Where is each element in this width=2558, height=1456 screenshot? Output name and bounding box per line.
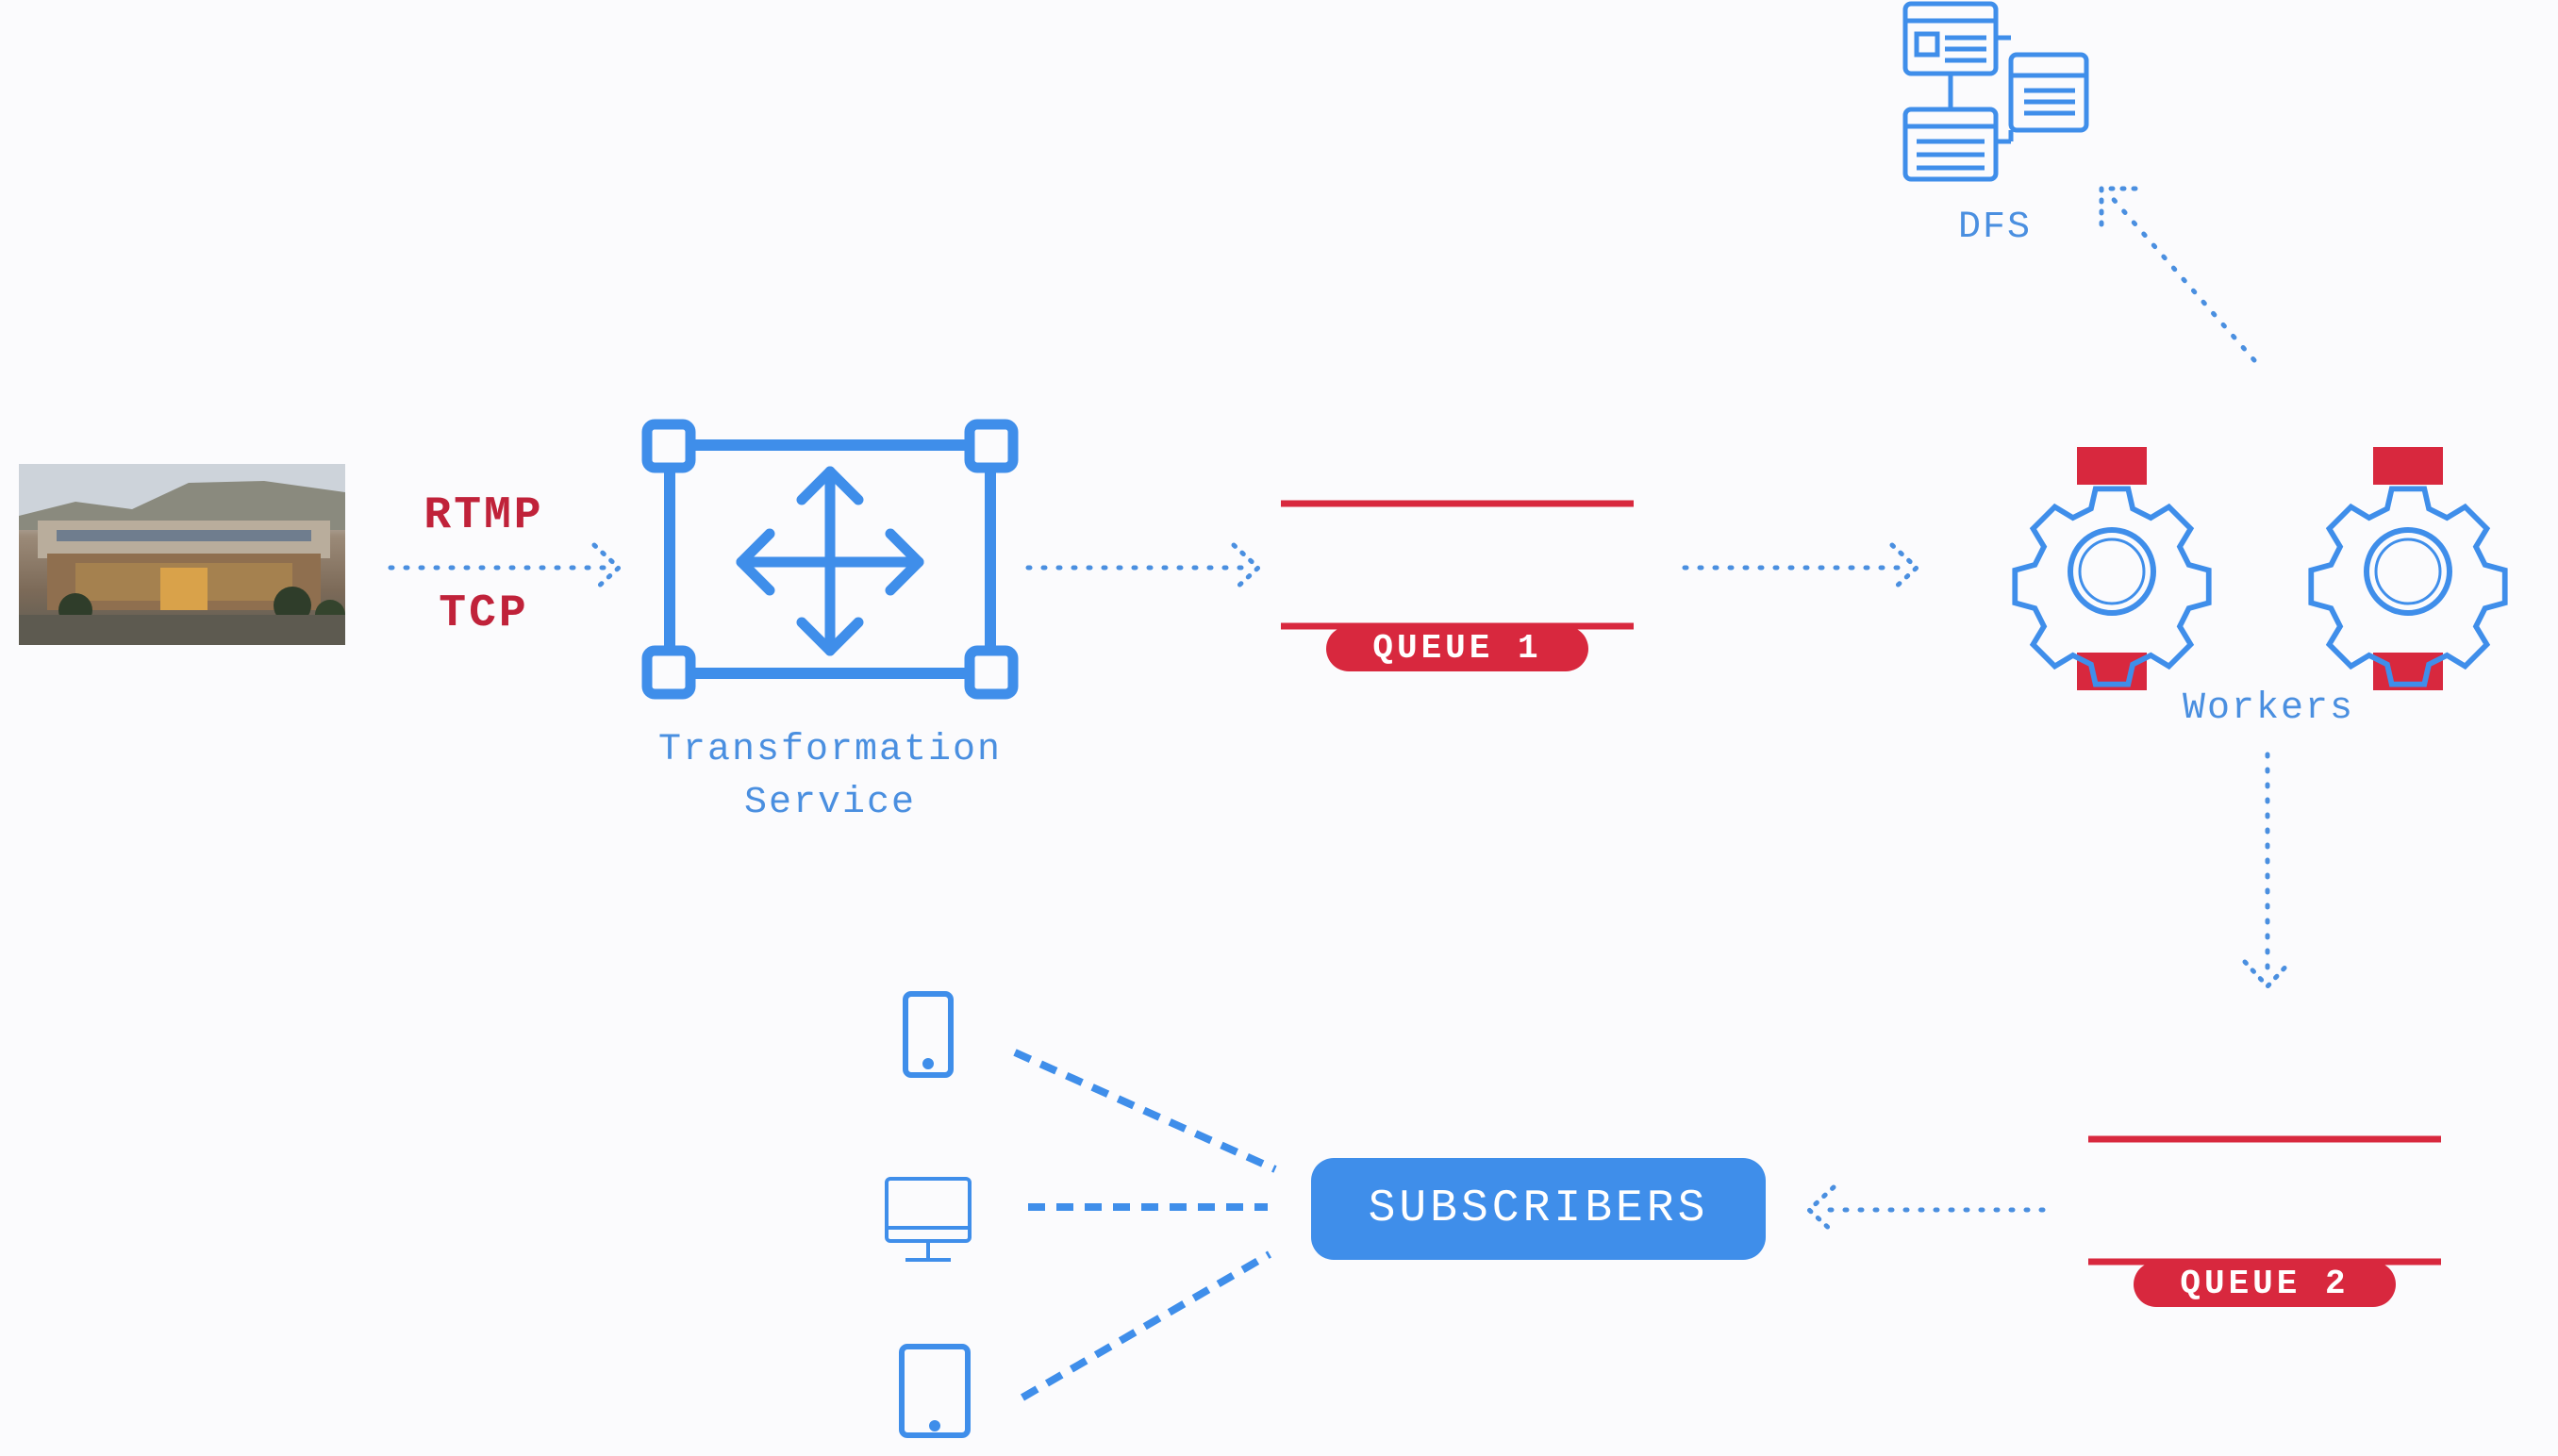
gear-icon	[2308, 447, 2508, 690]
smartphone-icon	[903, 991, 954, 1078]
arrow-workers-to-queue2	[2242, 752, 2293, 990]
move-arrows-icon	[641, 419, 1019, 700]
queue1-label: QUEUE 1	[1326, 626, 1588, 671]
tablet-icon	[899, 1344, 971, 1438]
device-connections	[1013, 1049, 1277, 1401]
protocol-label-tcp: TCP	[439, 588, 529, 639]
queue1-lines	[1281, 500, 1634, 630]
queue2-lines	[2088, 1135, 2441, 1266]
gear-icon	[2012, 447, 2212, 690]
subscribers-box: SUBSCRIBERS	[1311, 1158, 1766, 1260]
monitor-icon	[885, 1177, 972, 1262]
protocol-label-rtmp: RTMP	[424, 490, 544, 541]
transformation-service-label: Transformation Service	[657, 729, 1003, 824]
stadium-camera-feed-image	[19, 464, 345, 645]
server-stack-icon	[1902, 1, 2089, 182]
queue2-label: QUEUE 2	[2134, 1262, 2396, 1307]
arrow-workers-to-dfs	[2099, 186, 2257, 363]
arrow-source-to-transformation	[388, 542, 623, 593]
arrow-transformation-to-queue1	[1025, 542, 1262, 593]
dfs-label: DFS	[1957, 207, 2032, 249]
arrow-queue1-to-workers	[1682, 542, 1920, 593]
arrow-queue2-to-subscribers	[1805, 1184, 2046, 1235]
workers-label: Workers	[2182, 687, 2355, 730]
